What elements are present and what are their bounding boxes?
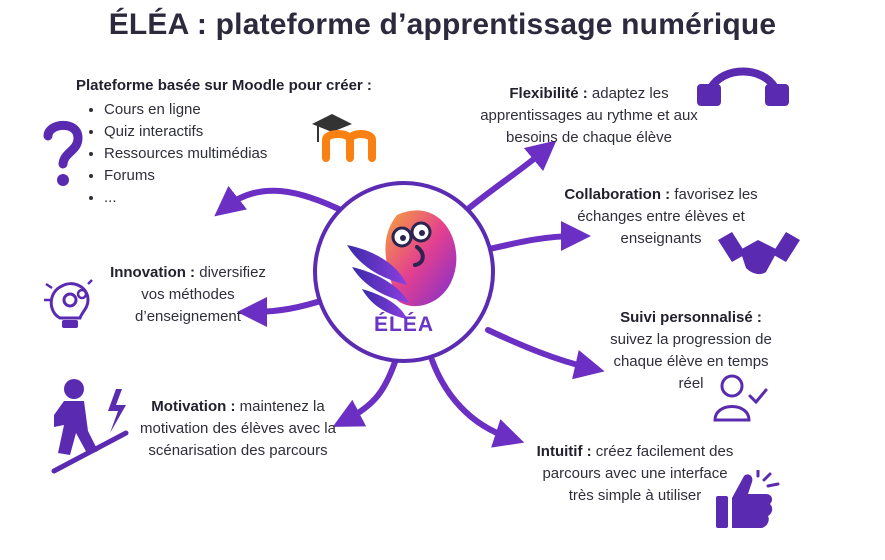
motivation-line3: scénarisation des parcours (148, 442, 328, 459)
moodle-block: Plateforme basée sur Moodle pour créer :… (76, 75, 372, 209)
moodle-heading: Plateforme basée sur Moodle pour créer : (76, 77, 372, 94)
flexibility-line2: apprentissages au rythme et aux (480, 107, 698, 124)
flexibility-line1: adaptez les (591, 85, 669, 102)
intuitif-line3: très simple à utiliser (568, 487, 702, 504)
intuitif-block: Intuitif : créez facilement des parcours… (512, 441, 758, 507)
flexibility-label: Flexibilité : (509, 85, 588, 102)
innovation-line2: vos méthodes (141, 286, 235, 303)
innovation-line1: diversifiez (199, 264, 266, 281)
suivi-line1: suivez la progression de (610, 331, 772, 348)
parrot-icon (347, 210, 457, 319)
arrow-motivation (332, 359, 398, 427)
list-item: Cours en ligne (104, 99, 372, 121)
motivation-block: Motivation : maintenez la motivation des… (126, 396, 350, 462)
flexibility-line3: besoins de chaque élève (506, 129, 672, 146)
motivation-label: Motivation : (151, 398, 236, 415)
innovation-block: Innovation : diversifiez vos méthodes d’… (88, 262, 288, 328)
innovation-label: Innovation : (110, 264, 196, 281)
arrow-flexibility (459, 140, 557, 217)
moodle-list: Cours en ligne Quiz interactifs Ressourc… (76, 99, 372, 209)
list-item: Quiz interactifs (104, 121, 372, 143)
list-item: Forums (104, 165, 372, 187)
suivi-line2: chaque élève en temps (613, 353, 769, 370)
suivi-line3: réel (678, 375, 704, 392)
thumbs-up-icon (716, 470, 780, 528)
collaboration-line1: favorisez les (674, 186, 758, 203)
list-item: Ressources multimédias (104, 143, 372, 165)
page-title: ÉLÉA : plateforme d’apprentissage numéri… (108, 8, 777, 41)
innovation-line3: d’enseignement (135, 308, 241, 325)
intuitif-line2: parcours avec une interface (542, 465, 728, 482)
question-mark-icon (43, 120, 83, 186)
collaboration-label: Collaboration : (564, 186, 671, 203)
arrow-intuitif (429, 357, 525, 448)
logo-label: ÉLÉA (373, 313, 434, 336)
suivi-block: Suivi personnalisé : suivez la progressi… (580, 307, 802, 395)
arrow-collaboration (482, 221, 591, 253)
user-check-icon (713, 374, 768, 422)
handshake-icon (718, 232, 800, 275)
suivi-label: Suivi personnalisé : (620, 309, 762, 326)
moodle-logo-icon (312, 114, 376, 162)
elea-logo (313, 181, 495, 363)
collaboration-line3: enseignants (620, 230, 702, 247)
intuitif-line1: créez facilement des (595, 443, 734, 460)
arrow-moodle (214, 185, 348, 217)
rope-hands-icon (697, 67, 789, 106)
intuitif-label: Intuitif : (536, 443, 592, 460)
list-item: ... (104, 187, 372, 209)
arrow-suivi (485, 327, 605, 380)
motivation-line2: motivation des élèves avec la (140, 420, 336, 437)
motivation-line1: maintenez la (239, 398, 325, 415)
flexibility-block: Flexibilité : adaptez les apprentissages… (458, 83, 720, 149)
collaboration-block: Collaboration : favorisez les échanges e… (545, 184, 777, 250)
collaboration-line2: échanges entre élèves et (577, 208, 745, 225)
brain-gears-icon (44, 279, 93, 328)
climbing-person-icon (51, 379, 129, 474)
